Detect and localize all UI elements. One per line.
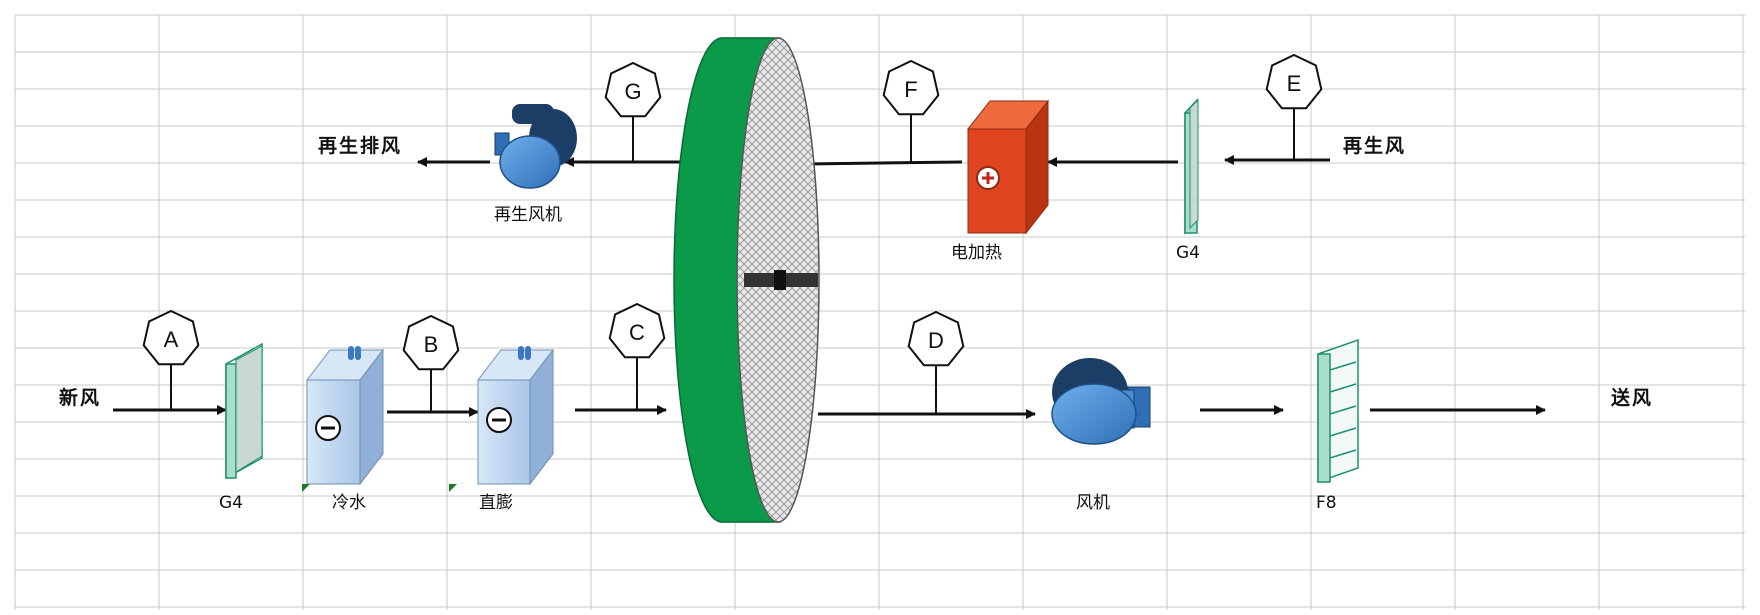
background-grid bbox=[14, 14, 1745, 610]
regen-exhaust-label: 再生排风 bbox=[318, 134, 402, 157]
measurement-points: A B C D E F G bbox=[142, 53, 1323, 414]
point-label: F bbox=[904, 77, 917, 102]
point-label: A bbox=[164, 327, 179, 352]
cooling-coil bbox=[302, 346, 385, 492]
dx-coil bbox=[449, 346, 555, 492]
point-label: E bbox=[1287, 71, 1302, 96]
point-label: G bbox=[624, 79, 641, 104]
supply-fan-label: 风机 bbox=[1076, 493, 1110, 513]
point-label: B bbox=[424, 332, 439, 357]
desiccant-wheel bbox=[673, 37, 820, 523]
regen-air-label: 再生风 bbox=[1343, 134, 1406, 157]
point-label: C bbox=[629, 320, 645, 345]
supply-air-label: 送风 bbox=[1611, 386, 1653, 409]
filter-g4-top-label: G4 bbox=[1176, 243, 1200, 263]
point-c-marker: C bbox=[608, 302, 666, 410]
point-d-marker: D bbox=[907, 310, 965, 414]
point-label: D bbox=[928, 328, 944, 353]
point-e-marker: E bbox=[1265, 53, 1323, 160]
regen-fan-label: 再生风机 bbox=[494, 205, 562, 225]
point-b-marker: B bbox=[402, 314, 460, 412]
point-a-marker: A bbox=[142, 309, 200, 410]
filter-g4-bottom bbox=[225, 342, 263, 480]
filter-f8-label: F8 bbox=[1316, 493, 1337, 513]
filter-f8 bbox=[1317, 338, 1359, 484]
filter-g4-top bbox=[1184, 98, 1199, 235]
point-f-marker: F bbox=[882, 59, 940, 162]
supply-fan bbox=[1051, 358, 1151, 445]
dx-coil-label: 直膨 bbox=[479, 493, 513, 513]
fresh-air-label: 新风 bbox=[59, 386, 101, 409]
filter-g4-bottom-label: G4 bbox=[219, 493, 243, 513]
electric-heater bbox=[966, 99, 1050, 235]
regen-fan bbox=[494, 104, 577, 189]
cooling-coil-label: 冷水 bbox=[332, 493, 366, 513]
electric-heater-label: 电加热 bbox=[951, 243, 1002, 263]
flow-arrow bbox=[804, 158, 963, 169]
point-g-marker: G bbox=[604, 61, 662, 162]
